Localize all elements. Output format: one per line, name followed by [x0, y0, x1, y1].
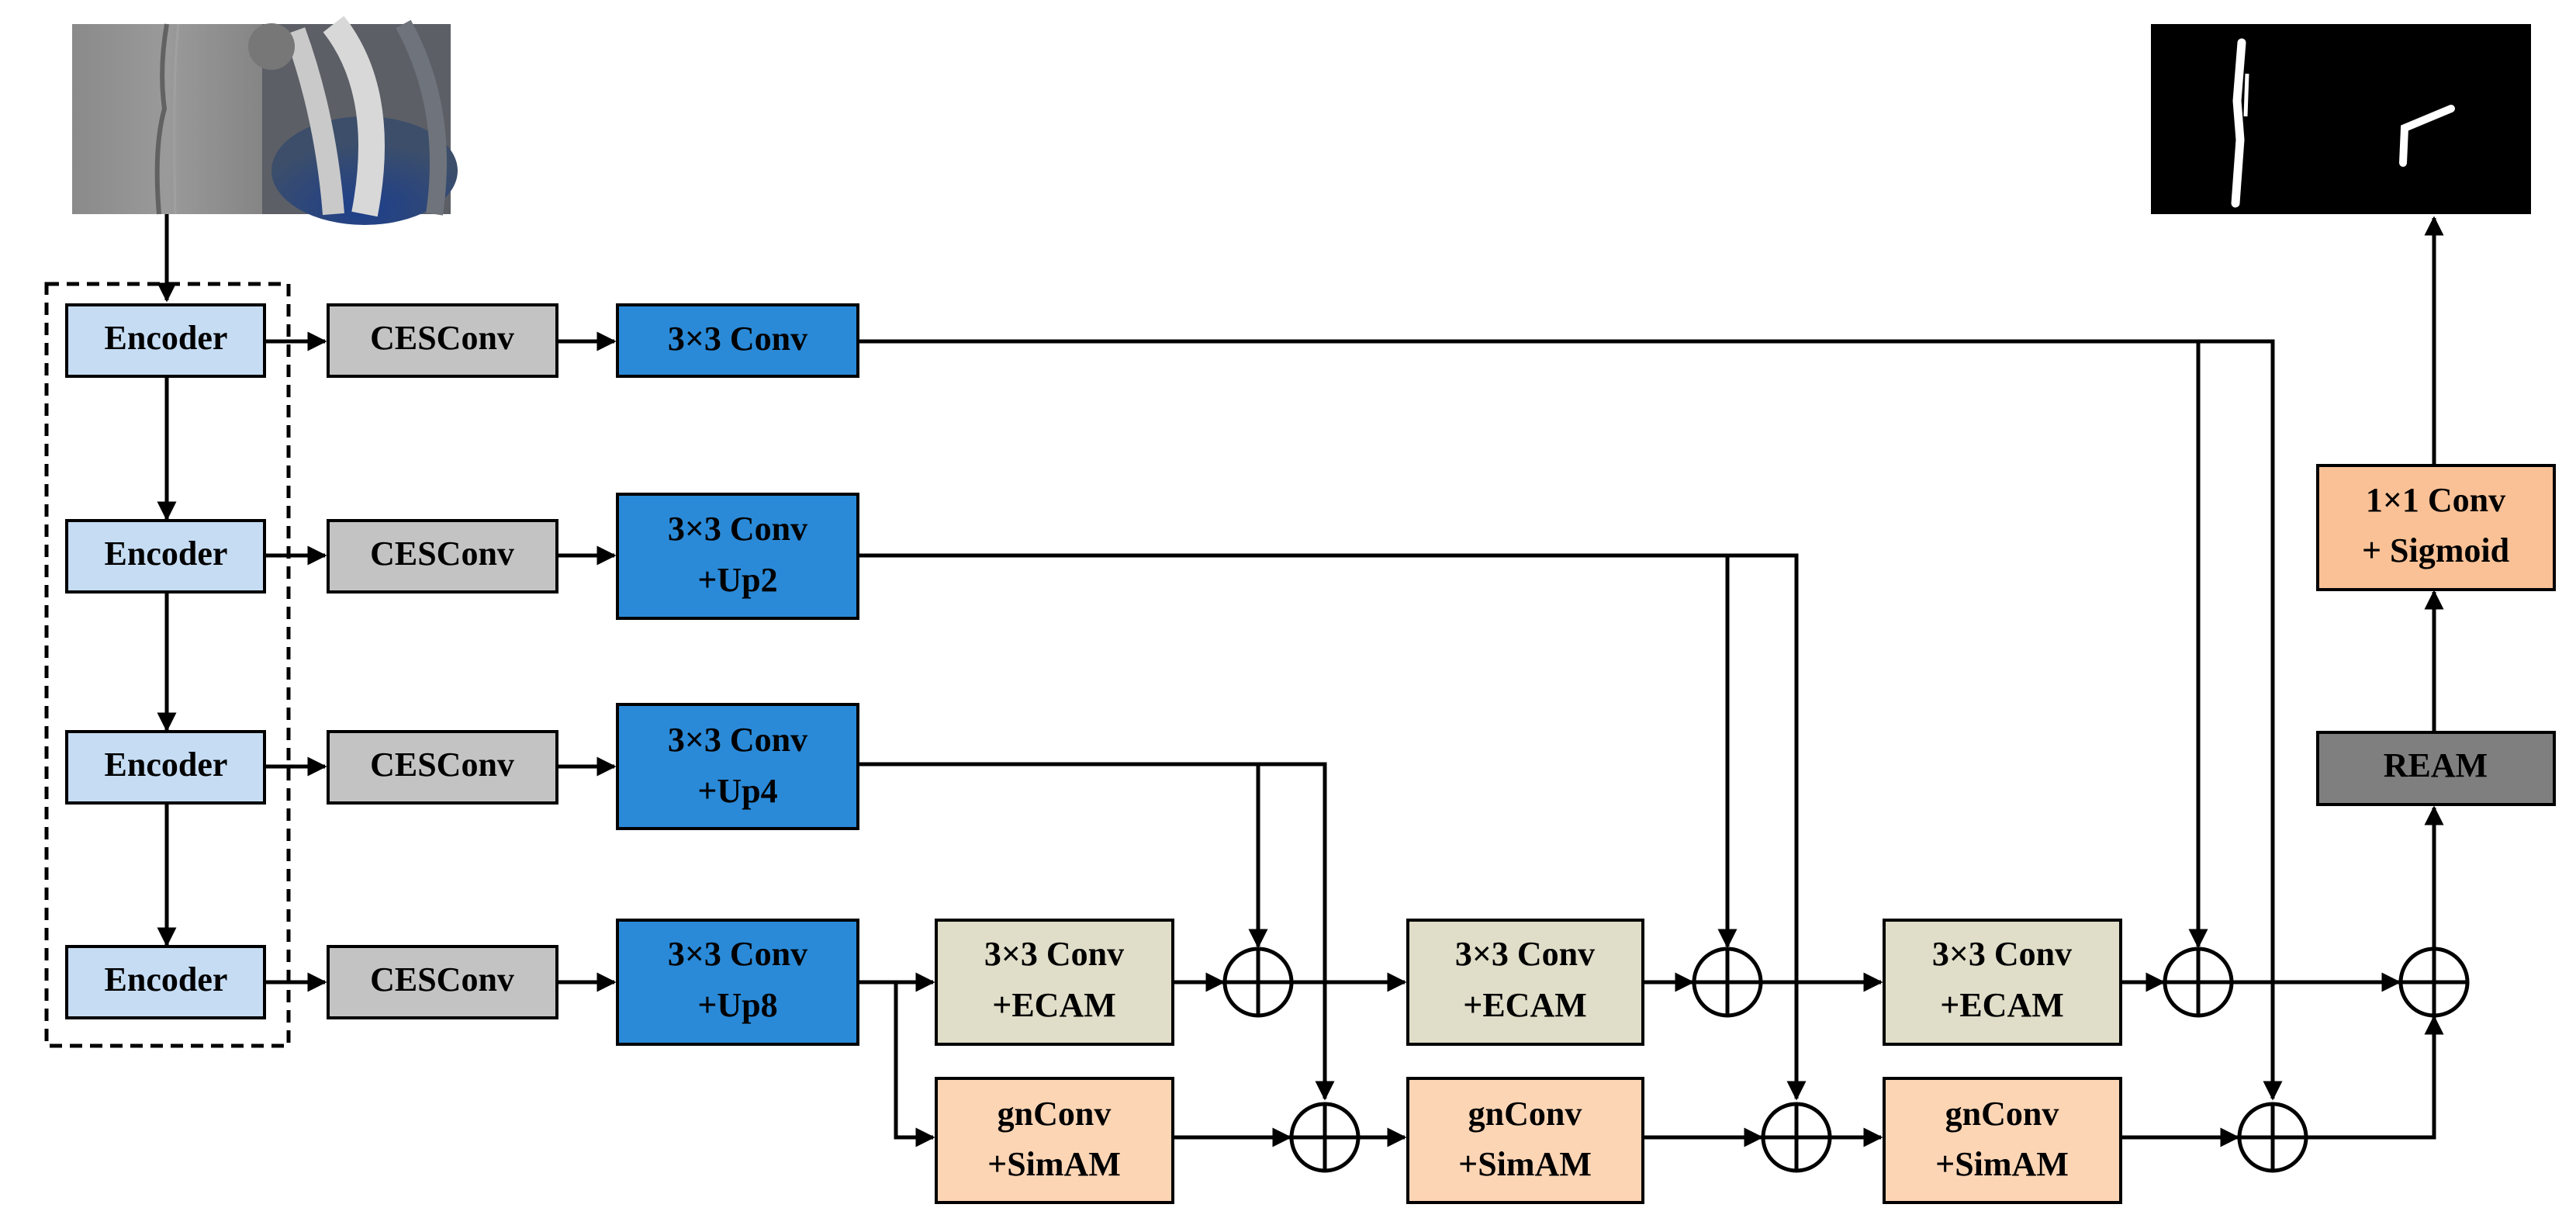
- plus-circle-icon: [1692, 946, 1763, 1018]
- svg-text:+SimAM: +SimAM: [1458, 1145, 1592, 1183]
- ecam-stage-2: 3×3 Conv +ECAM: [1406, 919, 1644, 1046]
- conv-level-1: 3×3 Conv: [616, 303, 859, 378]
- conv-level-4: 3×3 Conv +Up8: [616, 919, 859, 1046]
- svg-text:CESConv: CESConv: [370, 746, 514, 784]
- cesconv-2: CESConv: [327, 519, 558, 594]
- conv-level-2: 3×3 Conv +Up2: [616, 493, 859, 620]
- encoder-2: Encoder: [65, 519, 266, 594]
- svg-text:Encoder: Encoder: [105, 746, 228, 784]
- ream-block: REAM: [2316, 731, 2556, 806]
- svg-text:gnConv: gnConv: [998, 1095, 1112, 1133]
- plus-circle-icon: [2237, 1102, 2308, 1173]
- plus-circle-icon: [1761, 1102, 1832, 1173]
- svg-text:+SimAM: +SimAM: [1935, 1145, 2069, 1183]
- encoder-3: Encoder: [65, 730, 266, 805]
- svg-text:+ECAM: +ECAM: [992, 986, 1116, 1024]
- encoder-4: Encoder: [65, 945, 266, 1019]
- ecam-stage-1: 3×3 Conv +ECAM: [935, 919, 1174, 1046]
- svg-text:gnConv: gnConv: [1945, 1095, 2059, 1133]
- svg-text:Encoder: Encoder: [105, 319, 228, 357]
- encoder-1: Encoder: [65, 303, 266, 378]
- svg-text:Encoder: Encoder: [105, 535, 228, 573]
- svg-text:3×3 Conv: 3×3 Conv: [1932, 935, 2072, 973]
- svg-text:gnConv: gnConv: [1468, 1095, 1582, 1133]
- simam-stage-2: gnConv +SimAM: [1406, 1077, 1644, 1204]
- head-block: 1×1 Conv + Sigmoid: [2316, 464, 2556, 591]
- connections: [157, 214, 2444, 1147]
- cesconv-1: CESConv: [327, 303, 558, 378]
- plus-circle-icon: [2398, 946, 2470, 1018]
- svg-text:3×3 Conv: 3×3 Conv: [668, 721, 807, 759]
- svg-text:Encoder: Encoder: [105, 960, 228, 998]
- plus-circle-icon: [2163, 946, 2234, 1018]
- output-mask: [2151, 24, 2531, 214]
- svg-text:+SimAM: +SimAM: [987, 1145, 1121, 1183]
- svg-text:+Up2: +Up2: [697, 561, 777, 599]
- svg-text:3×3 Conv: 3×3 Conv: [1455, 935, 1595, 973]
- svg-text:+ECAM: +ECAM: [1463, 986, 1587, 1024]
- cesconv-3: CESConv: [327, 730, 558, 805]
- svg-text:+ECAM: +ECAM: [1940, 986, 2064, 1024]
- simam-stage-3: gnConv +SimAM: [1883, 1077, 2122, 1204]
- svg-text:CESConv: CESConv: [370, 319, 514, 357]
- svg-text:+Up8: +Up8: [697, 986, 777, 1024]
- svg-text:3×3 Conv: 3×3 Conv: [668, 935, 807, 973]
- svg-text:CESConv: CESConv: [370, 960, 514, 998]
- svg-text:CESConv: CESConv: [370, 535, 514, 573]
- svg-text:1×1 Conv: 1×1 Conv: [2366, 481, 2505, 519]
- svg-text:3×3 Conv: 3×3 Conv: [668, 510, 807, 548]
- simam-stage-1: gnConv +SimAM: [935, 1077, 1174, 1204]
- sum-nodes: [1222, 946, 2470, 1173]
- plus-circle-icon: [1289, 1102, 1361, 1173]
- input-image: [72, 16, 458, 225]
- ecam-stage-3: 3×3 Conv +ECAM: [1883, 919, 2122, 1046]
- svg-text:+Up4: +Up4: [697, 772, 777, 810]
- svg-text:+ Sigmoid: + Sigmoid: [2362, 531, 2509, 569]
- svg-text:3×3 Conv: 3×3 Conv: [668, 320, 807, 358]
- plus-circle-icon: [1222, 946, 1294, 1018]
- conv-level-3: 3×3 Conv +Up4: [616, 703, 859, 830]
- svg-text:3×3 Conv: 3×3 Conv: [984, 935, 1124, 973]
- cesconv-4: CESConv: [327, 945, 558, 1019]
- svg-text:REAM: REAM: [2384, 746, 2488, 784]
